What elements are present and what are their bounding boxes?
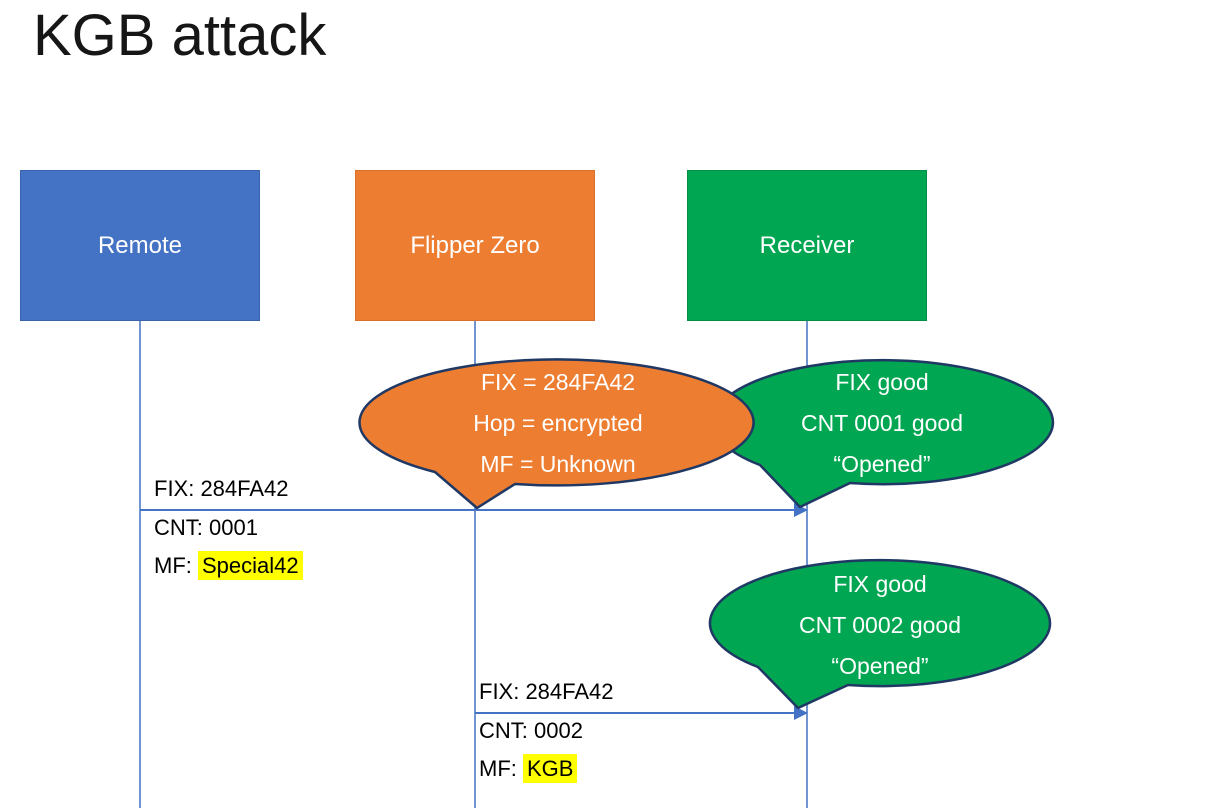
message-arrow-2-head xyxy=(794,706,808,720)
speech-bubble-receiver-2 xyxy=(708,558,1052,710)
actor-label: Remote xyxy=(97,231,183,259)
speech-bubble-flipper-text: FIX = 284FA42 Hop = encrypted MF = Unkno… xyxy=(380,362,736,485)
speech-bubble-flipper xyxy=(358,358,755,510)
speech-bubble-receiver-1-text: FIX good CNT 0001 good “Opened” xyxy=(712,362,1052,485)
message-2-mf-prefix: MF: xyxy=(479,756,523,781)
bubble-line: CNT 0002 good xyxy=(799,612,961,638)
bubble-line: FIX good xyxy=(835,369,929,395)
message-2-line-2: CNT: 0002 xyxy=(479,718,583,743)
page-title: KGB attack xyxy=(33,3,327,68)
message-1-line-2: CNT: 0001 xyxy=(154,515,258,540)
bubble-line: MF = Unknown xyxy=(480,451,636,477)
bubble-line: FIX good xyxy=(833,571,927,597)
message-1-mf-prefix: MF: xyxy=(154,553,198,578)
message-1-line-1: FIX: 284FA42 xyxy=(154,476,289,501)
speech-bubble-receiver-2-text: FIX good CNT 0002 good “Opened” xyxy=(710,564,1050,687)
message-1-mf-highlight: Special42 xyxy=(198,551,303,580)
message-2-mf-highlight: KGB xyxy=(523,754,578,783)
bubble-line: CNT 0001 good xyxy=(801,410,963,436)
actor-label: Receiver xyxy=(759,231,855,259)
actor-box-remote: Remote xyxy=(20,170,260,321)
bubble-line: “Opened” xyxy=(831,653,929,679)
actor-box-receiver: Receiver xyxy=(687,170,927,321)
actor-label: Flipper Zero xyxy=(410,231,540,259)
bubble-line: “Opened” xyxy=(833,451,931,477)
bubble-line: Hop = encrypted xyxy=(473,410,643,436)
message-1-line-3: MF: Special42 xyxy=(154,551,303,580)
actor-box-flipper-zero: Flipper Zero xyxy=(355,170,595,321)
message-arrow-1-head xyxy=(794,503,808,517)
message-2-line-3: MF: KGB xyxy=(479,754,578,783)
message-2-line-1: FIX: 284FA42 xyxy=(479,679,614,704)
bubble-line: FIX = 284FA42 xyxy=(480,369,636,395)
